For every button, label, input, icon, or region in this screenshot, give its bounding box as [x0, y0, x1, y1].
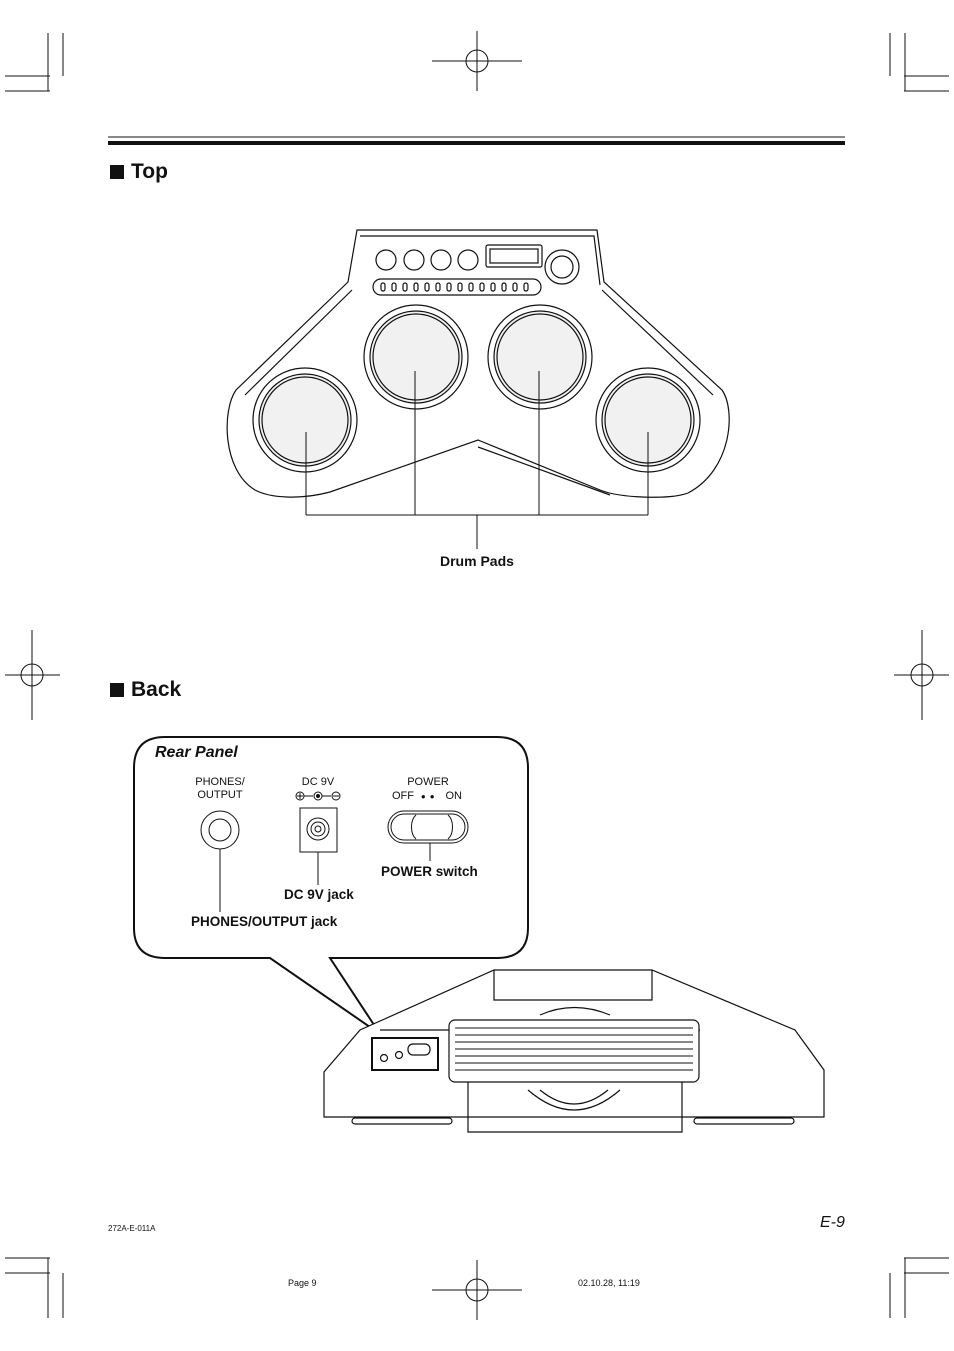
dc9v-jack-caption: DC 9V jack	[284, 887, 354, 902]
phones-output-label-line1: PHONES/	[195, 776, 245, 788]
phones-output-label: PHONES/ OUTPUT	[185, 776, 255, 802]
drum-pad-4	[595, 367, 701, 473]
drum-pads-leader	[305, 371, 649, 549]
power-off-text: OFF	[392, 790, 414, 802]
doc-code: 272A-E-011A	[108, 1224, 156, 1233]
rear-panel-title: Rear Panel	[155, 744, 238, 761]
back-section-heading: Back	[110, 678, 181, 702]
power-off-on-label: OFF ●● ON	[392, 790, 462, 803]
back-heading-text: Back	[131, 678, 182, 701]
drum-pads-label: Drum Pads	[440, 553, 514, 569]
square-bullet-icon	[110, 683, 124, 697]
rear-panel-components	[200, 791, 469, 912]
top-section-heading: Top	[110, 160, 168, 184]
square-bullet-icon	[110, 165, 124, 179]
dc9v-label: DC 9V	[301, 776, 335, 788]
footer-page-text: Page 9	[288, 1278, 317, 1288]
power-on-text: ON	[445, 790, 462, 802]
crop-marks	[5, 33, 949, 1318]
power-position-dots-icon: ●●	[420, 792, 439, 801]
drum-pad-2	[363, 304, 469, 410]
registration-marks	[5, 31, 949, 1320]
phones-output-label-line2: OUTPUT	[197, 789, 243, 801]
phones-output-jack-caption: PHONES/OUTPUT jack	[191, 914, 338, 929]
drum-pad-3	[487, 304, 593, 410]
header-rule	[108, 136, 845, 145]
top-view-device	[226, 229, 730, 498]
drum-pad-1	[252, 367, 358, 473]
power-switch-caption: POWER switch	[381, 864, 478, 879]
back-view-device	[323, 969, 825, 1133]
page-code: E-9	[820, 1214, 845, 1231]
top-heading-text: Top	[131, 160, 168, 183]
power-label: POWER	[407, 776, 449, 788]
footer-timestamp: 02.10.28, 11:19	[578, 1278, 640, 1288]
